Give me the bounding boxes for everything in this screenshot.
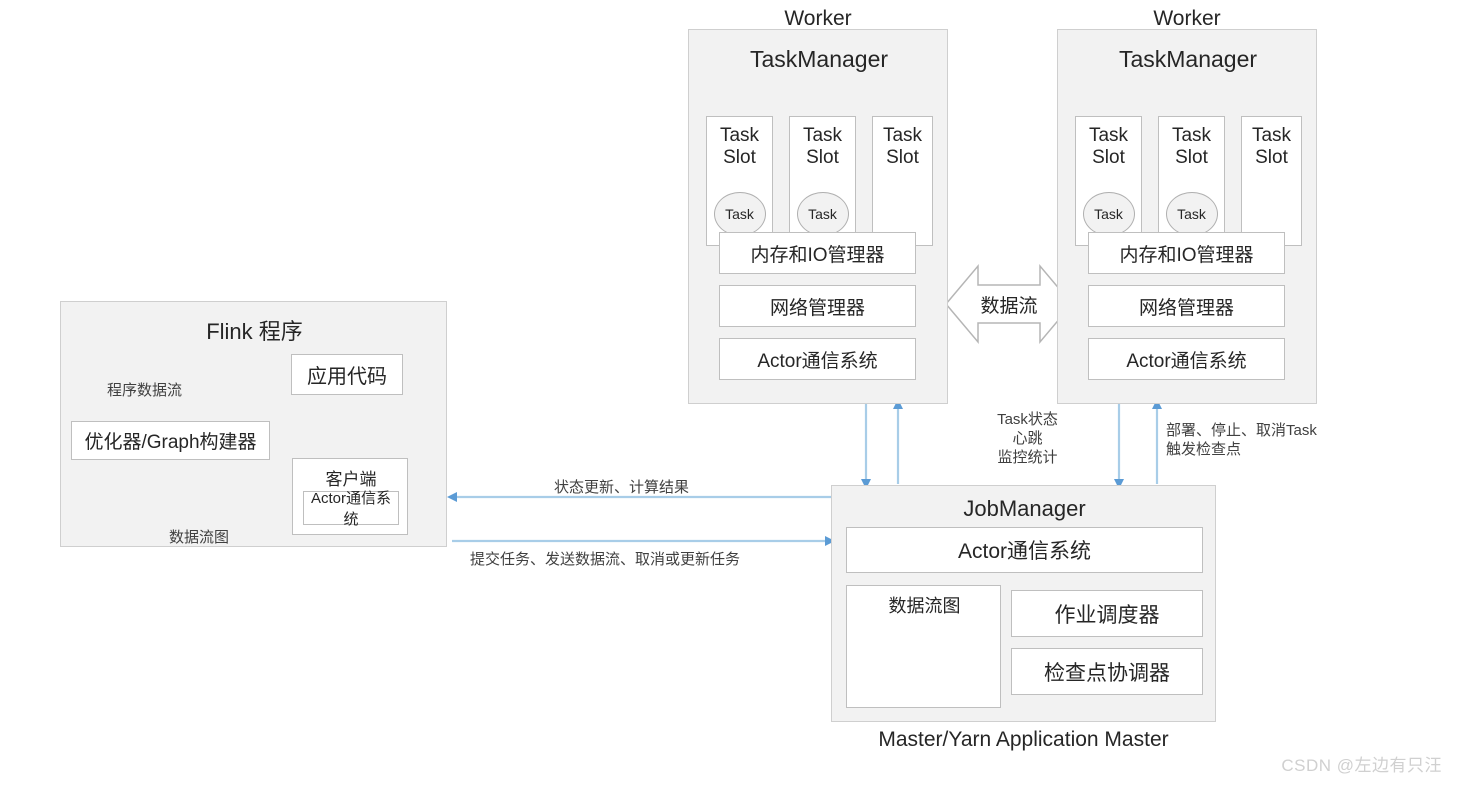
- task-circle[interactable]: Task: [1165, 192, 1218, 236]
- task-slot-label: Task Slot: [802, 125, 843, 168]
- client-box[interactable]: 客户端 Actor通信系统: [292, 458, 408, 535]
- optimizer-graph-builder-box[interactable]: 优化器/Graph构建器: [71, 421, 270, 460]
- actor-system[interactable]: Actor通信系统: [1088, 338, 1285, 380]
- task-slot-label: Task Slot: [1088, 125, 1129, 168]
- task-slot[interactable]: Task Slot Task: [789, 116, 856, 246]
- task-circle[interactable]: Task: [796, 192, 849, 236]
- task-circle[interactable]: Task: [1082, 192, 1135, 236]
- client-title: 客户端: [325, 469, 377, 489]
- job-scheduler-box[interactable]: 作业调度器: [1011, 590, 1203, 637]
- task-slot[interactable]: Task Slot: [872, 116, 933, 246]
- jobmanager-panel: JobManager Actor通信系统 数据流图 作业调度器 检查点协调器: [831, 485, 1216, 722]
- app-code-box[interactable]: 应用代码: [291, 354, 403, 395]
- task-slot-label: Task Slot: [719, 125, 760, 168]
- actor-system[interactable]: Actor通信系统: [719, 338, 916, 380]
- jobmanager-dataflow-graph-box[interactable]: 数据流图: [846, 585, 1001, 708]
- checkpoint-coordinator-box[interactable]: 检查点协调器: [1011, 648, 1203, 695]
- task-slot-label: Task Slot: [1171, 125, 1212, 168]
- dataflow-arrow-label: 数据流: [980, 295, 1038, 317]
- deploy-task-label: 部署、停止、取消Task 触发检查点: [1166, 422, 1317, 458]
- worker-title-2: Worker: [1153, 7, 1221, 30]
- taskmanager-title-2: TaskManager: [1118, 45, 1258, 72]
- taskmanager-title-1: TaskManager: [749, 45, 889, 72]
- status-update-label: 状态更新、计算结果: [554, 479, 690, 496]
- task-slot[interactable]: Task Slot Task: [1158, 116, 1225, 246]
- network-manager[interactable]: 网络管理器: [719, 285, 916, 327]
- client-actor-system[interactable]: Actor通信系统: [303, 490, 399, 528]
- task-slot-label: Task Slot: [1251, 125, 1292, 168]
- task-status-label: Task状态 心跳 监控统计: [997, 411, 1058, 466]
- flink-program-title: Flink 程序: [206, 319, 303, 344]
- submit-job-label: 提交任务、发送数据流、取消或更新任务: [470, 551, 741, 568]
- jobmanager-title: JobManager: [963, 496, 1086, 521]
- task-slot[interactable]: Task Slot: [1241, 116, 1302, 246]
- jobmanager-actor-system[interactable]: Actor通信系统: [846, 527, 1203, 573]
- taskmanager-panel-1: TaskManager Task Slot Task Task Slot Tas…: [688, 29, 948, 404]
- network-manager[interactable]: 网络管理器: [1088, 285, 1285, 327]
- master-caption: Master/Yarn Application Master: [878, 728, 1169, 751]
- worker-title-1: Worker: [784, 7, 852, 30]
- memory-io-manager[interactable]: 内存和IO管理器: [719, 232, 916, 274]
- watermark: CSDN @左边有只汪: [1281, 756, 1442, 775]
- jobmanager-dataflow-graph-title: 数据流图: [888, 596, 961, 616]
- taskmanager-panel-2: TaskManager Task Slot Task Task Slot Tas…: [1057, 29, 1317, 404]
- memory-io-manager[interactable]: 内存和IO管理器: [1088, 232, 1285, 274]
- task-slot[interactable]: Task Slot Task: [706, 116, 773, 246]
- program-dataflow-label: 程序数据流: [107, 382, 183, 399]
- dataflow-graph-label: 数据流图: [169, 529, 230, 546]
- task-circle[interactable]: Task: [713, 192, 766, 236]
- task-slot-label: Task Slot: [882, 125, 923, 168]
- task-slot[interactable]: Task Slot Task: [1075, 116, 1142, 246]
